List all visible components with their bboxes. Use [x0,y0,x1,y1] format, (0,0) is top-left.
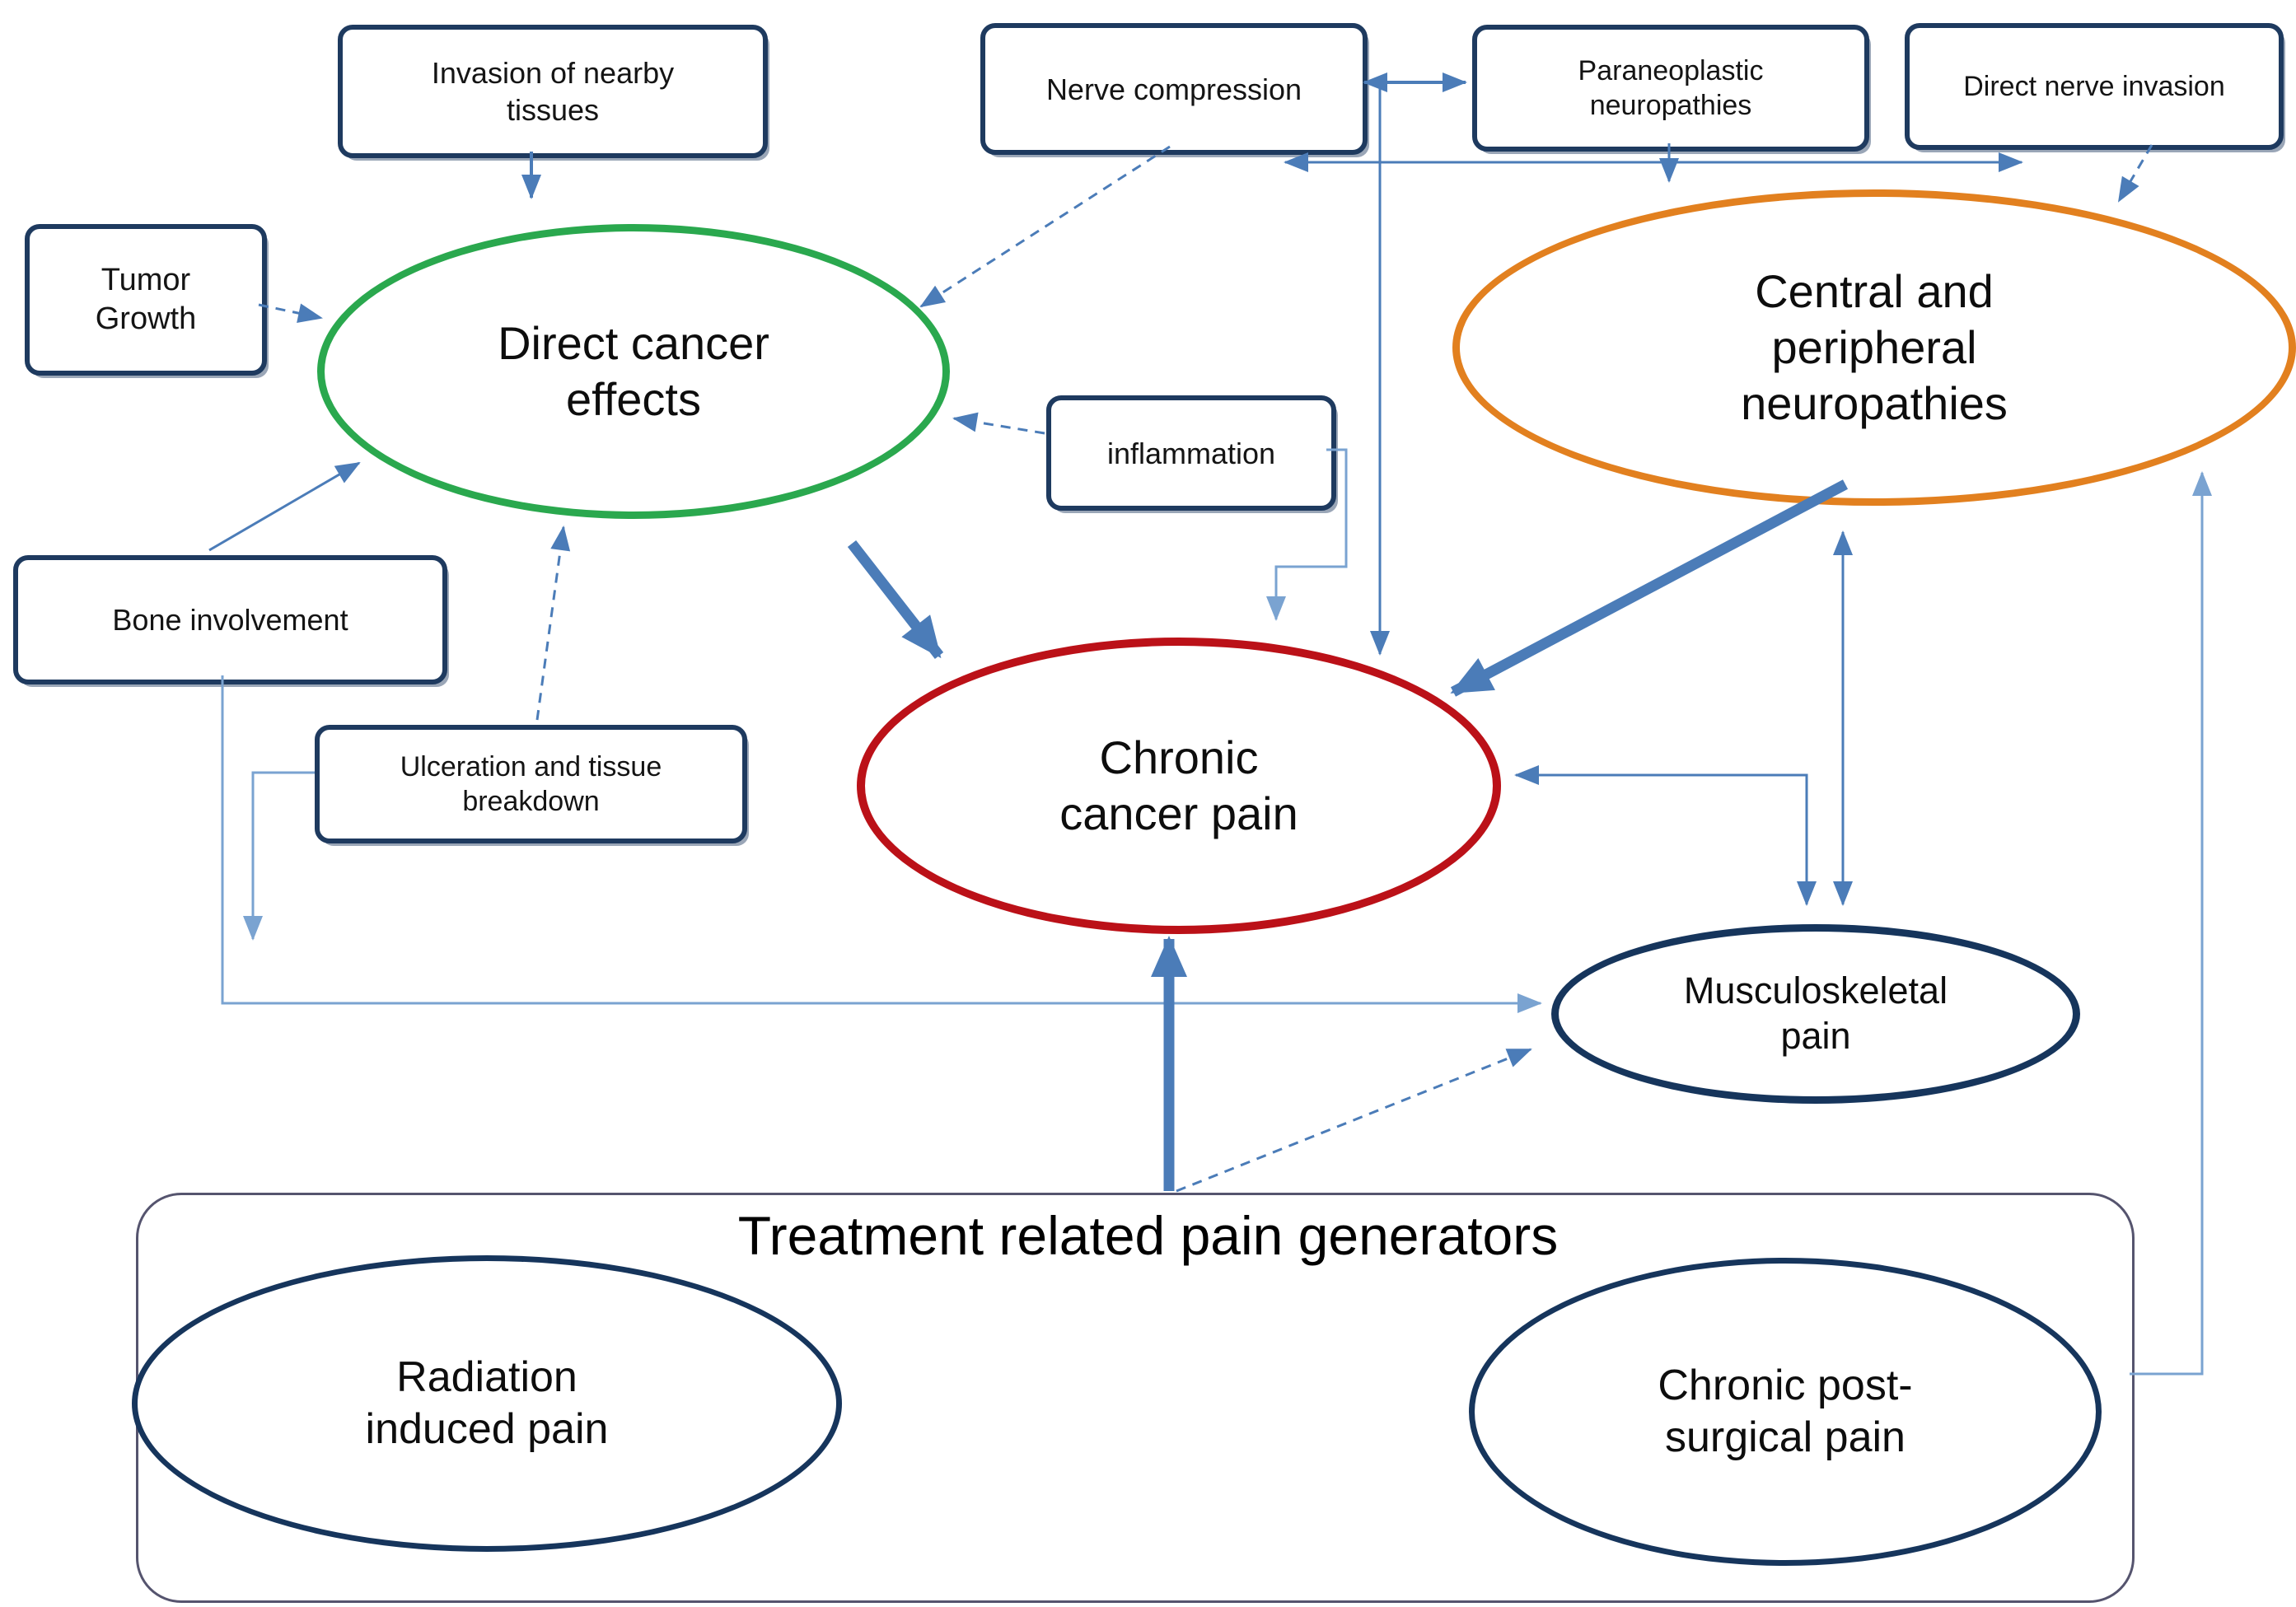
node-chronic-post-surgical-pain: Chronic post-surgical pain [1469,1258,2102,1566]
node-label: Radiation induced pain [365,1352,609,1453]
node-musculoskeletal-pain: Musculoskeletal pain [1551,924,2080,1104]
node-inflammation: inflammation [1046,395,1336,511]
node-label: Paraneoplastic neuropathies [1578,54,1764,122]
arrow-ulceration-to-direct-cancer-effects [535,526,571,721]
node-label: inflammation [1106,436,1276,470]
node-central-and-peripheral-neuropathies: Central and peripheral neuropathies [1452,189,2296,506]
node-label: Invasion of nearby tissues [431,56,675,127]
node-label: Musculoskeletal pain [1683,969,1948,1057]
node-chronic-cancer-pain: Chronic cancer pain [857,638,1501,934]
node-tumor-growth: Tumor Growth [25,224,267,376]
node-label: Bone involvement [112,603,348,637]
node-nerve-compression: Nerve compression [980,23,1368,155]
group-title: Treatment related pain generators [737,1205,1559,1266]
node-direct-cancer-effects: Direct cancer effects [317,224,950,519]
node-radiation-induced-pain: Radiation induced pain [132,1255,842,1552]
node-label: Chronic post-surgical pain [1658,1361,1913,1461]
node-paraneoplastic-neuropathies: Paraneoplastic neuropathies [1472,25,1869,152]
arrow-chronic-cancer-pain-musculoskeletal-bidirectional [1514,765,1817,906]
node-direct-nerve-invasion: Direct nerve invasion [1905,23,2284,150]
node-bone-involvement: Bone involvement [13,555,447,684]
arrow-treatment-group-to-musculoskeletal [1176,1048,1532,1193]
node-label: Tumor Growth [95,262,197,337]
node-label: Direct nerve invasion [1963,70,2225,102]
node-label: Central and peripheral neuropathies [1741,264,2008,430]
node-label: Chronic cancer pain [1059,731,1298,839]
arrow-inflammation-to-direct-cancer-effects [952,412,1045,435]
arrow-nerve-compression-to-direct-cancer-effects [919,145,1171,308]
arrow-bone-involvement-to-direct-cancer-effects [208,461,361,552]
arrow-tumor-growth-to-direct-cancer-effects [258,303,323,323]
node-ulceration-and-tissue-breakdown: Ulceration and tissue breakdown [315,725,747,843]
arrow-central-peripheral-to-chronic-cancer-pain [1450,479,1849,697]
node-label: Ulceration and tissue breakdown [400,750,662,818]
node-invasion-of-nearby-tissues: Invasion of nearby tissues [338,25,768,158]
arrow-ulceration-to-musculoskeletal [243,771,315,941]
arrow-direct-cancer-effects-to-chronic-cancer-pain [847,540,944,659]
node-label: Nerve compression [1045,72,1302,106]
node-label: Direct cancer effects [498,316,769,425]
arrow-direct-nerve-invasion-to-central-peripheral [2117,144,2153,203]
